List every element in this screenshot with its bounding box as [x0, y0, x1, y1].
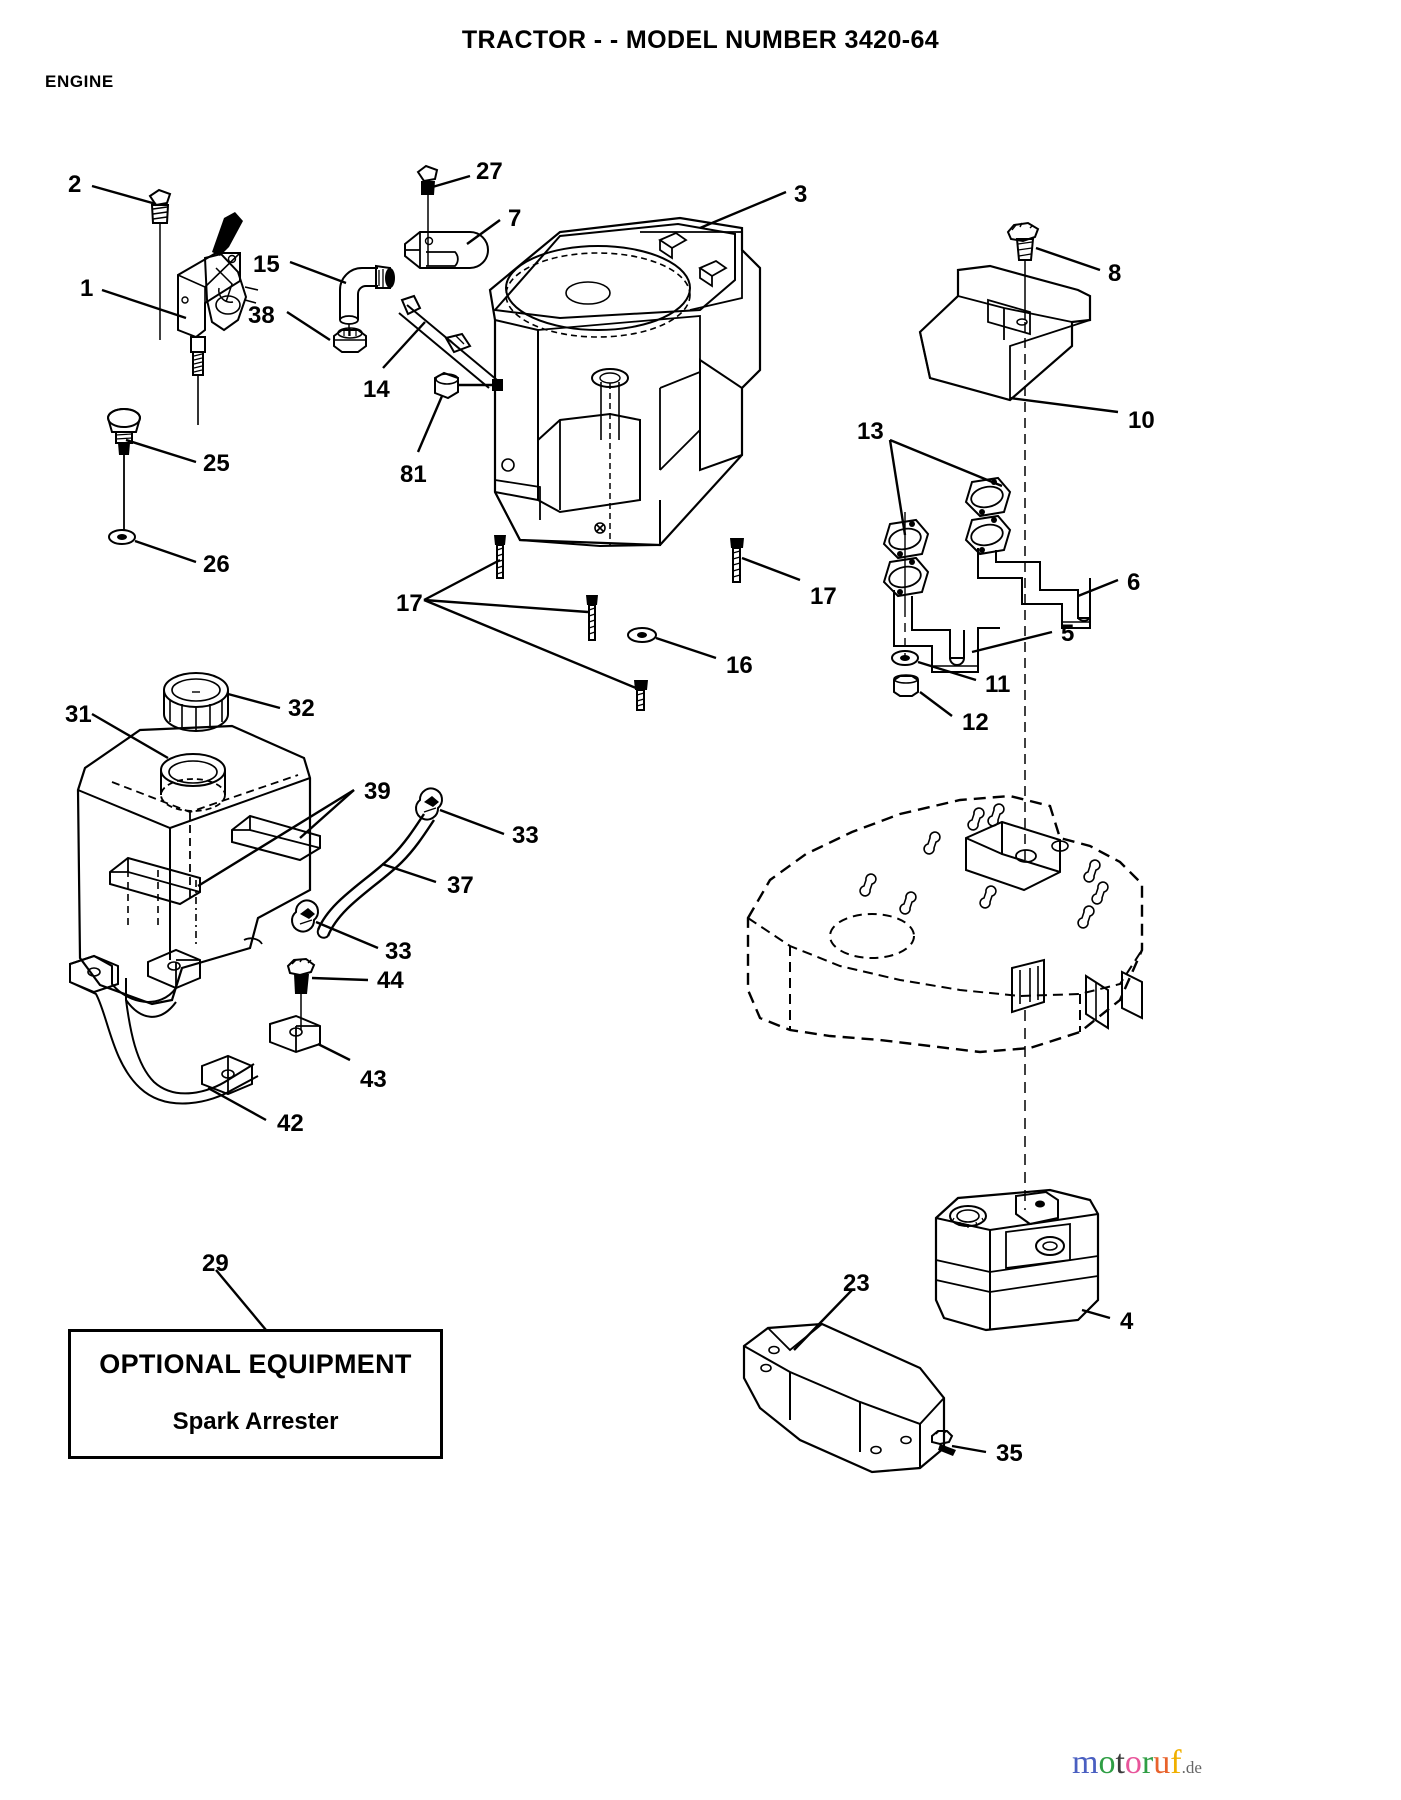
callout-44: 44 [377, 967, 404, 994]
callout-2: 2 [68, 171, 82, 198]
wm-suffix: .de [1181, 1758, 1202, 1777]
callout-81: 81 [400, 461, 427, 488]
part-muffler-heat-shield [742, 1289, 946, 1474]
callout-10: 10 [1128, 407, 1155, 434]
callout-38: 38 [248, 302, 275, 329]
part-nut-fuel-fitting [416, 371, 503, 453]
callout-33: 33 [512, 822, 539, 849]
callout-15: 15 [253, 251, 280, 278]
part-cable-clamp [404, 219, 501, 269]
callout-6: 6 [1127, 569, 1141, 596]
callout-17: 17 [810, 583, 837, 610]
wm-letter-u: u [1153, 1744, 1171, 1781]
part-screw-tank-bracket [286, 957, 369, 1030]
part-fuel-cap [163, 672, 281, 732]
part-exhaust-pipe-upper [977, 548, 1119, 629]
callout-1: 1 [80, 275, 94, 302]
part-screw-throttle [91, 184, 172, 340]
page-title: TRACTOR - - MODEL NUMBER 3420-64 [461, 26, 940, 54]
callout-39: 39 [364, 778, 391, 805]
part-fuel-hose [316, 813, 437, 939]
part-tank-rail [109, 788, 355, 906]
part-bolt-engine-mount [423, 535, 801, 711]
callout-5: 5 [1061, 620, 1075, 647]
callout-26: 26 [203, 551, 230, 578]
callout-42: 42 [277, 1110, 304, 1137]
part-screw-heat-shield [1006, 221, 1101, 320]
optional-equipment-subtitle: Spark Arrester [172, 1408, 339, 1435]
optional-equipment-title: OPTIONAL EQUIPMENT [99, 1349, 412, 1379]
part-exhaust-pipe-lower [893, 590, 1053, 673]
part-nut [893, 674, 953, 717]
callout-12: 12 [962, 709, 989, 736]
wm-letter-f: f [1170, 1744, 1182, 1781]
motoruf-watermark: motoruf.de [1072, 1744, 1202, 1782]
callout-43: 43 [360, 1066, 387, 1093]
part-chassis-plate [746, 794, 1144, 1210]
part-fuel-tank [76, 712, 312, 1006]
callout-4: 4 [1120, 1308, 1134, 1335]
callout-13: 13 [857, 418, 884, 445]
callout-35: 35 [996, 1440, 1023, 1467]
part-tank-strap [69, 948, 267, 1122]
callout-27: 27 [476, 158, 503, 185]
callout-17: 17 [396, 590, 423, 617]
part-washer-dipstick [108, 529, 197, 564]
part-elbow-fitting [289, 260, 395, 336]
wm-letter-m: m [1072, 1744, 1099, 1781]
part-washer-engine-mount [627, 627, 717, 660]
callout-29: 29 [202, 1250, 229, 1277]
part-tank-bracket [269, 1014, 351, 1062]
part-muffler [934, 1188, 1111, 1332]
part-screw-heat-shield-muffler [931, 1430, 987, 1456]
wm-letter-r: r [1141, 1744, 1154, 1781]
wm-letter-o1: o [1098, 1744, 1116, 1781]
part-engine-assembly [488, 190, 787, 548]
callout-25: 25 [203, 450, 230, 477]
optional-equipment-box: OPTIONAL EQUIPMENT Spark Arrester [68, 1329, 443, 1459]
part-heat-shield-plate [918, 264, 1119, 860]
part-throttle-control-bracket [101, 212, 259, 425]
part-exhaust-gasket [882, 438, 1012, 660]
section-label: ENGINE [45, 72, 114, 91]
part-washer [891, 650, 977, 682]
leader-spark-arrester [215, 1269, 267, 1331]
callout-14: 14 [363, 376, 390, 403]
callout-33: 33 [385, 938, 412, 965]
callout-3: 3 [794, 181, 808, 208]
callout-11: 11 [985, 671, 1011, 698]
part-hose-clamp [291, 787, 505, 950]
wm-letter-t: t [1115, 1744, 1125, 1781]
part-fuel-fitting-nipple [382, 294, 498, 389]
callout-31: 31 [65, 701, 92, 728]
part-oil-dipstick [106, 408, 197, 530]
callout-7: 7 [508, 205, 522, 232]
wm-letter-o2: o [1124, 1744, 1142, 1781]
callout-16: 16 [726, 652, 753, 679]
part-nut-fitting [286, 310, 367, 353]
callout-32: 32 [288, 695, 315, 722]
part-screw-clamp [416, 164, 471, 266]
callout-23: 23 [843, 1270, 870, 1297]
callout-37: 37 [447, 872, 474, 899]
callout-8: 8 [1108, 260, 1122, 287]
